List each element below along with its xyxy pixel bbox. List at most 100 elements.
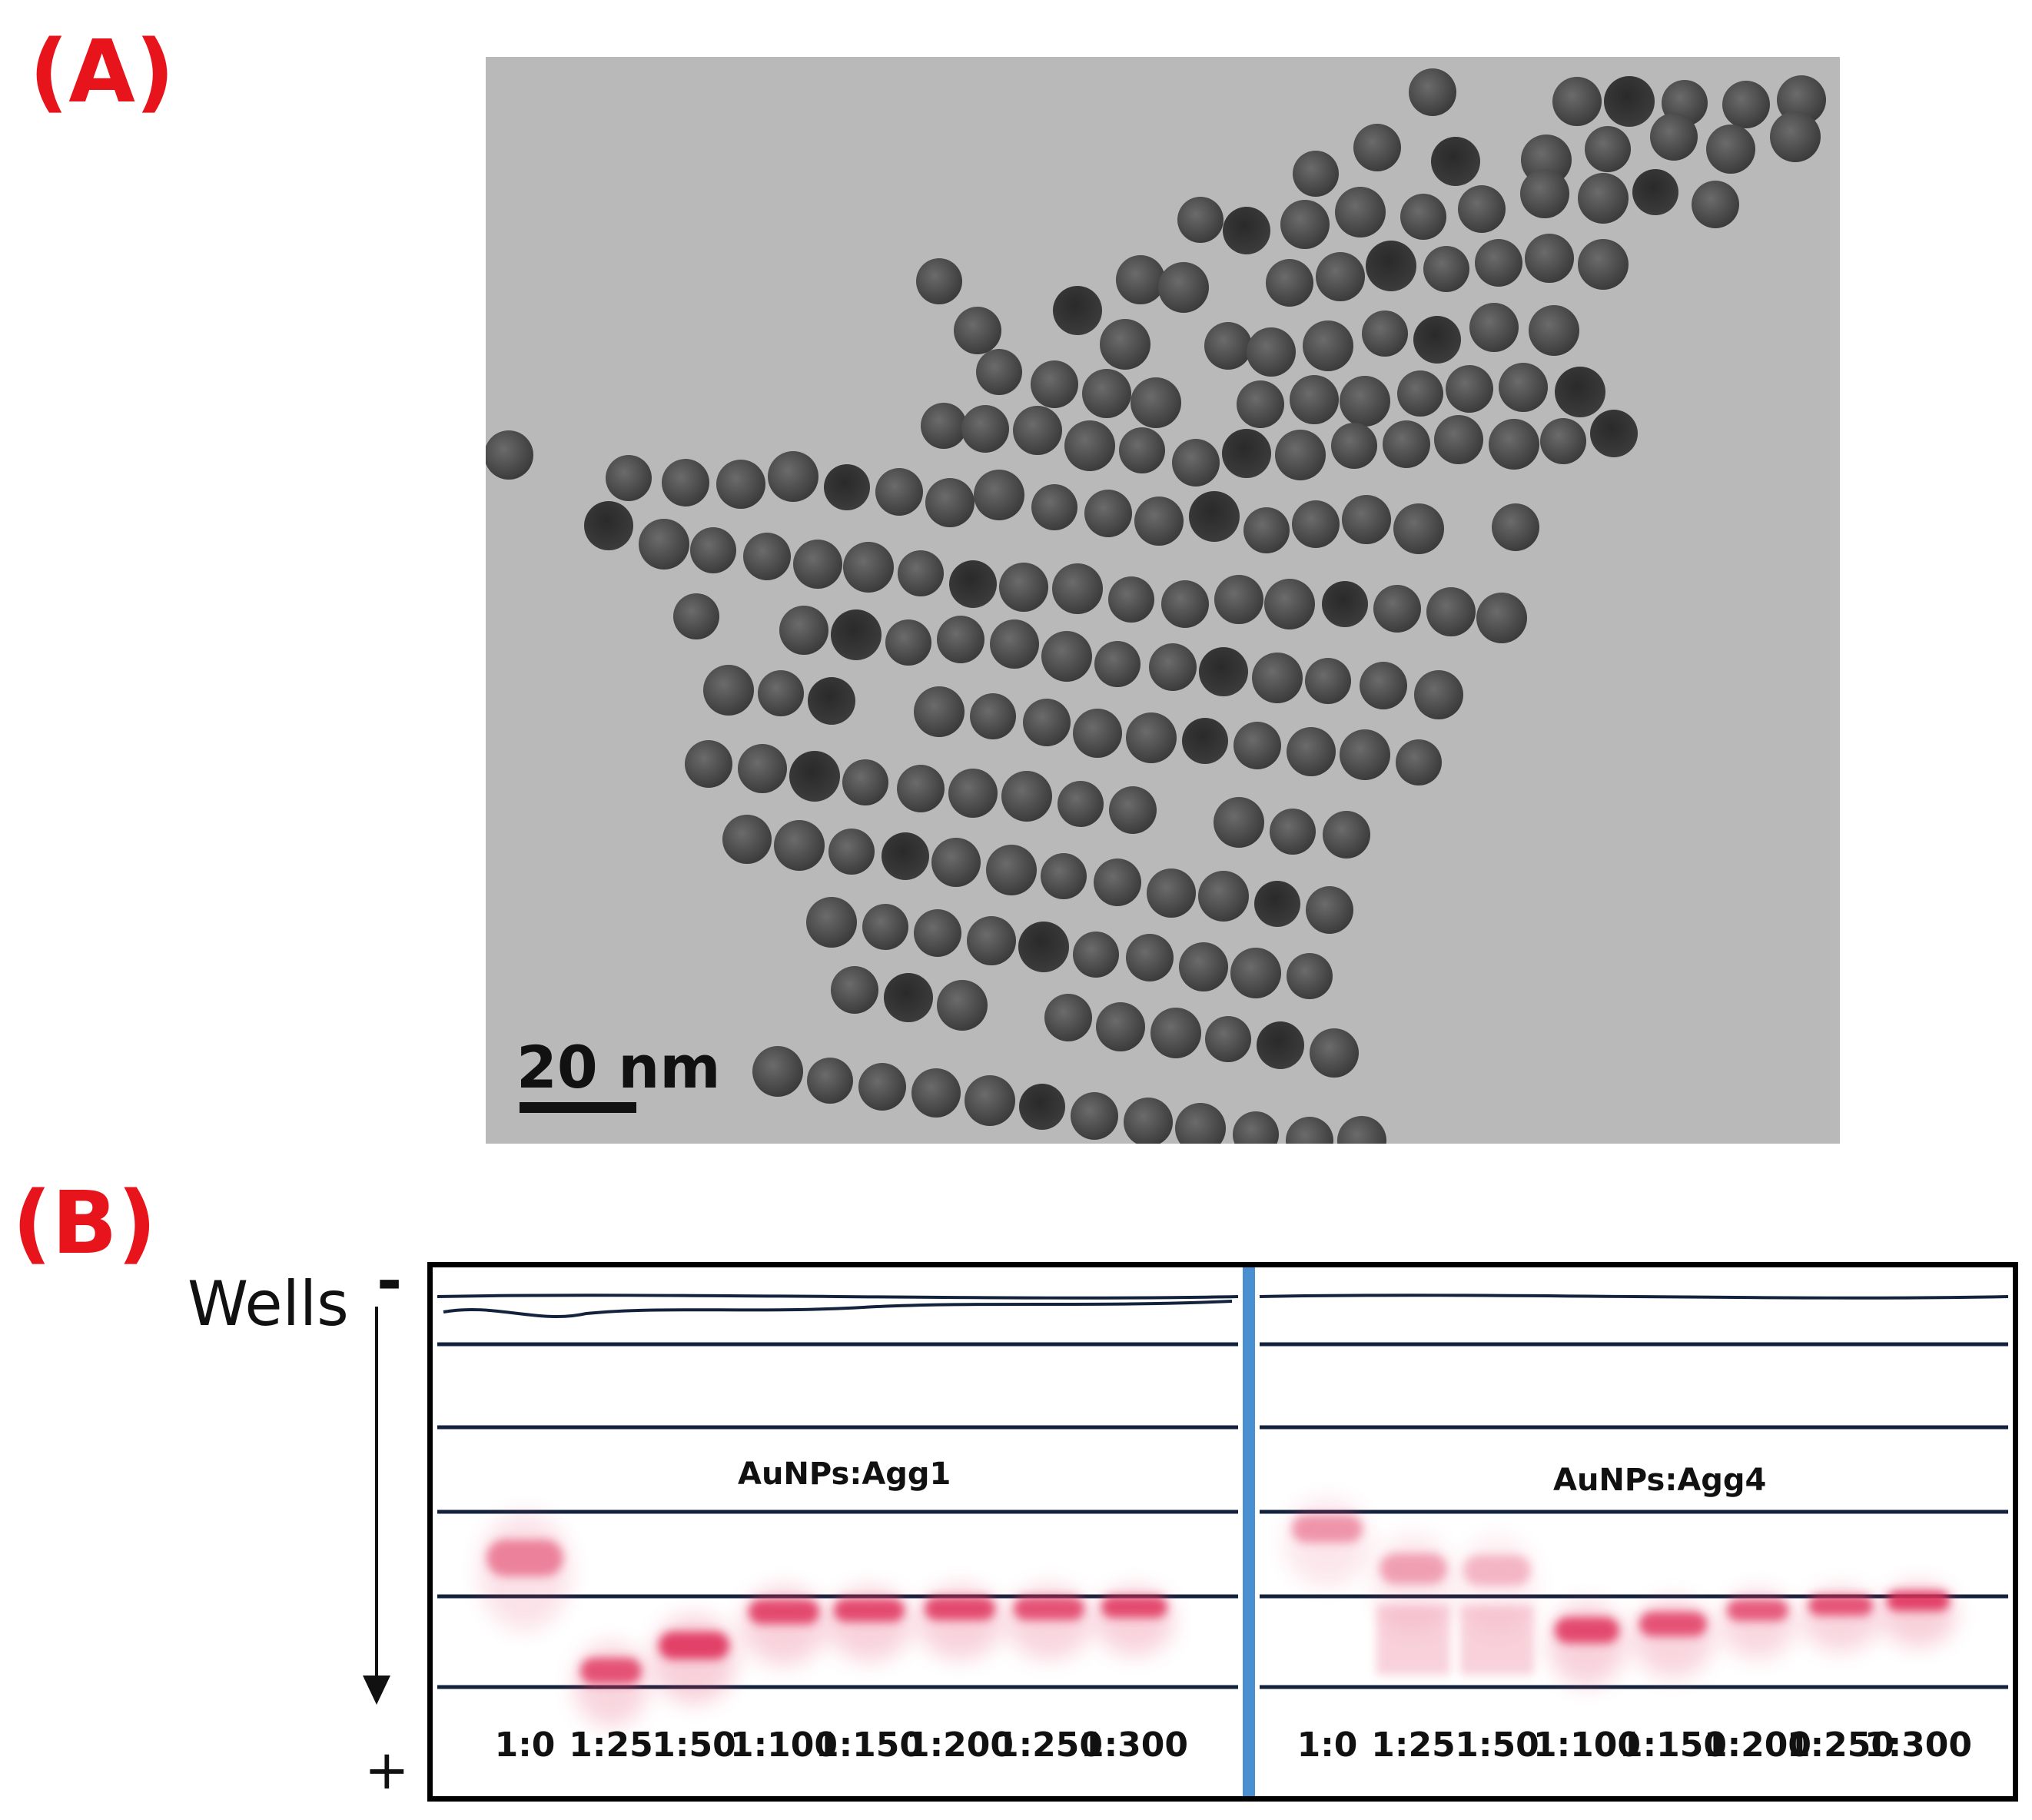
nanoparticle (1149, 643, 1197, 691)
nanoparticle (1023, 699, 1071, 746)
nanoparticle (774, 820, 825, 871)
nanoparticle (1064, 420, 1115, 471)
group-label-agg1: AuNPs:Agg1 (738, 1456, 951, 1492)
nanoparticle (1287, 953, 1333, 999)
gel-lanes (437, 1267, 2009, 1796)
nanoparticle (970, 693, 1016, 739)
nanoparticle (1161, 580, 1209, 628)
lane-label: 1:50 (652, 1725, 736, 1765)
nanoparticle (1489, 419, 1539, 470)
nanoparticle (1058, 781, 1104, 827)
gel-line (1259, 1341, 2009, 1347)
nanoparticle (1073, 709, 1122, 758)
nanoparticle (948, 769, 998, 818)
nanoparticle (911, 1068, 961, 1118)
nanoparticle (965, 1075, 1015, 1126)
nanoparticle (1071, 1092, 1118, 1140)
nanoparticle (1590, 410, 1638, 457)
nanoparticle (1172, 439, 1220, 487)
nanoparticle (1499, 363, 1548, 412)
nanoparticle (1362, 311, 1408, 357)
nanoparticle (758, 670, 804, 716)
nanoparticle (1222, 429, 1271, 478)
gel-band-smear (741, 1586, 827, 1666)
nanoparticle (925, 478, 974, 527)
lane-label: 1:200 (1703, 1725, 1812, 1765)
nanoparticle (990, 619, 1039, 669)
nanoparticle (882, 832, 929, 880)
nanoparticle (1204, 322, 1252, 370)
nanoparticle (1001, 771, 1052, 822)
nanoparticle (1108, 576, 1154, 623)
nanoparticle (1290, 375, 1339, 424)
lane-label: 1:100 (729, 1725, 838, 1765)
nanoparticle (1018, 922, 1069, 972)
nanoparticle (1264, 579, 1315, 629)
gel-band (834, 1599, 905, 1622)
nanoparticle (1233, 1111, 1279, 1144)
nanoparticle (1393, 503, 1444, 554)
lane-label: 1:200 (905, 1725, 1014, 1765)
nanoparticle (897, 765, 945, 812)
well-line (437, 1294, 1239, 1300)
nanoparticle (1177, 197, 1224, 243)
nanoparticle (1041, 853, 1087, 899)
nanoparticle (842, 759, 888, 805)
nanoparticle (1292, 500, 1340, 548)
nanoparticle (1147, 868, 1196, 918)
gel-line (437, 1424, 1239, 1430)
nanoparticle (1340, 376, 1390, 427)
nanoparticle (1124, 1098, 1173, 1144)
nanoparticle (1578, 173, 1629, 224)
nanoparticle (1286, 1117, 1333, 1144)
nanoparticle (806, 897, 857, 948)
nanoparticle (824, 464, 870, 510)
gel-band (1463, 1555, 1531, 1586)
nanoparticle (862, 904, 908, 950)
group-label-agg4: AuNPs:Agg4 (1553, 1463, 1767, 1498)
nanoparticle (1287, 727, 1336, 776)
nanoparticle (486, 430, 533, 480)
nanoparticle (831, 609, 882, 660)
nanoparticle (789, 751, 840, 802)
nanoparticle (1019, 1084, 1065, 1130)
gel-band-smear (1632, 1598, 1714, 1678)
nanoparticle (1094, 641, 1141, 687)
nanoparticle (1052, 563, 1103, 614)
lane-label: 1:0 (1297, 1725, 1358, 1765)
nanoparticle (690, 527, 736, 573)
panel-a-label: (A) (29, 22, 175, 122)
lane-label: 1:300 (1080, 1725, 1189, 1765)
nanoparticle (937, 616, 984, 663)
gel-band-smear (574, 1642, 648, 1727)
nanoparticle (606, 455, 652, 501)
nanoparticle (1414, 670, 1463, 719)
nanoparticle (1094, 859, 1141, 906)
gel-band (659, 1632, 729, 1659)
nanoparticle (1293, 151, 1339, 197)
nanoparticle (703, 665, 754, 716)
nanoparticle (768, 451, 818, 502)
nanoparticle (1360, 662, 1407, 709)
gel-band (925, 1597, 995, 1620)
nanoparticle (1116, 255, 1165, 304)
nanoparticle (1237, 380, 1284, 428)
nanoparticle (1476, 593, 1527, 643)
nanoparticle (1353, 124, 1401, 171)
nanoparticle (1475, 239, 1522, 287)
nanoparticle (1585, 126, 1631, 172)
positive-electrode-sign: + (364, 1739, 410, 1802)
nanoparticle (1230, 948, 1281, 998)
nanoparticle (937, 980, 988, 1031)
nanoparticle (1426, 587, 1476, 636)
nanoparticle (779, 606, 828, 655)
nanoparticle (954, 307, 1001, 354)
nanoparticle (752, 1046, 803, 1097)
gel-line (1259, 1684, 2009, 1690)
nanoparticle (1383, 420, 1430, 468)
nanoparticle (949, 560, 997, 608)
nanoparticle (1031, 484, 1077, 530)
wells-label: Wells (188, 1268, 349, 1340)
group-divider (1243, 1267, 1255, 1796)
nanoparticle (584, 501, 633, 550)
